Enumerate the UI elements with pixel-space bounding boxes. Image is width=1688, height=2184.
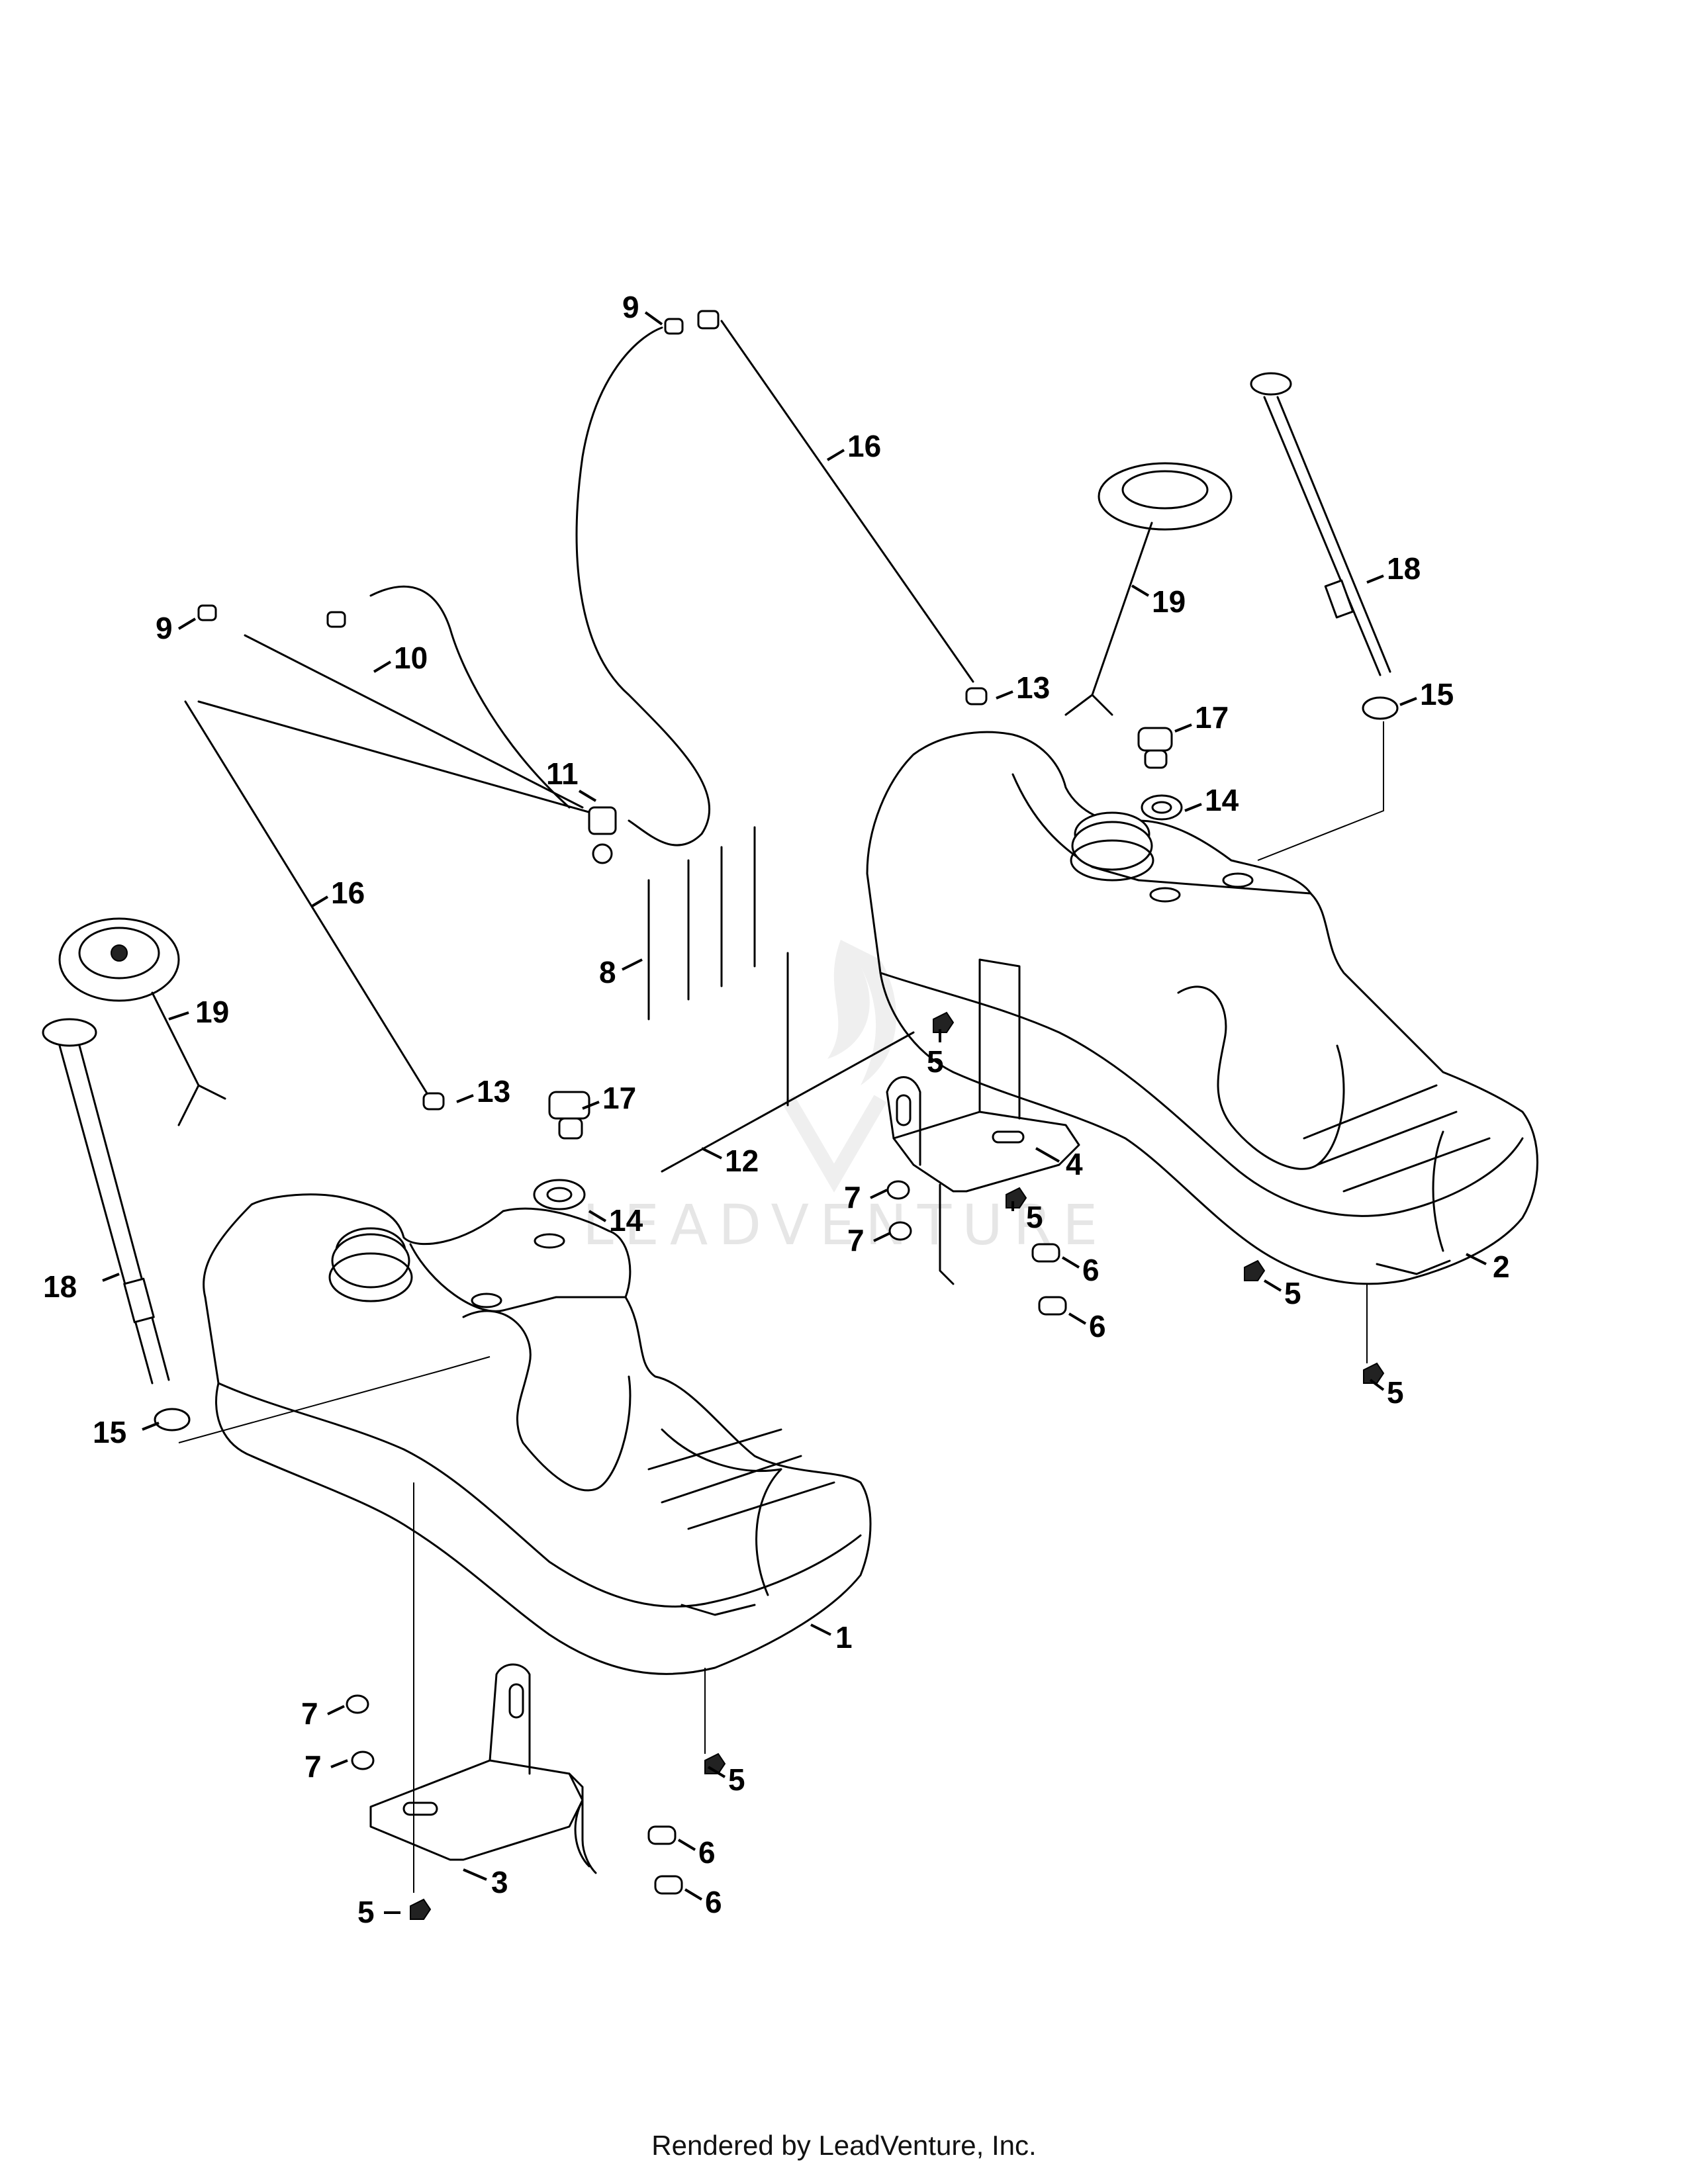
callout-14a: 14 — [609, 1203, 643, 1238]
callout-1: 1 — [835, 1620, 853, 1655]
callout-3: 3 — [491, 1865, 508, 1899]
callout-16b: 16 — [331, 876, 365, 910]
callout-4: 4 — [1066, 1147, 1083, 1181]
callout-5a: 5 — [927, 1044, 944, 1079]
callout-9a: 9 — [622, 290, 639, 324]
callout-7b: 7 — [847, 1223, 865, 1257]
callout-2: 2 — [1493, 1250, 1510, 1284]
callout-19a: 19 — [195, 995, 229, 1029]
fuel-lines — [184, 310, 988, 1173]
callout-10: 10 — [394, 641, 428, 675]
callout-19b: 19 — [1152, 584, 1186, 619]
footer-credit: Rendered by LeadVenture, Inc. — [651, 2130, 1037, 2161]
callout-5c: 5 — [1284, 1276, 1301, 1310]
callout-5e: 5 — [728, 1762, 745, 1797]
callout-6b: 6 — [1089, 1309, 1106, 1343]
bracket-3 — [369, 1663, 597, 1874]
callout-5f: 5 — [357, 1895, 375, 1929]
callout-9b: 9 — [156, 611, 173, 645]
callout-18b: 18 — [1387, 551, 1421, 586]
fuel-tank-left — [203, 1193, 872, 1675]
bracket-4 — [886, 958, 1080, 1285]
callout-13b: 13 — [1016, 670, 1050, 705]
callout-17b: 17 — [1195, 700, 1229, 735]
callout-16a: 16 — [847, 429, 881, 463]
callout-8: 8 — [599, 955, 616, 989]
callout-6c: 6 — [698, 1835, 716, 1870]
callout-14b: 14 — [1205, 783, 1239, 817]
callout-5b: 5 — [1026, 1200, 1043, 1234]
callout-13a: 13 — [477, 1074, 510, 1109]
callout-7a: 7 — [844, 1180, 861, 1214]
callout-5d: 5 — [1387, 1375, 1404, 1410]
callouts: 1 2 3 4 5 5 5 5 5 5 6 6 6 6 7 7 7 7 8 9 … — [43, 290, 1510, 1929]
callout-11: 11 — [546, 756, 579, 791]
callout-15b: 15 — [1420, 677, 1454, 711]
watermark: LEADVENTURE — [583, 940, 1098, 1257]
callout-12: 12 — [725, 1144, 759, 1178]
callout-15a: 15 — [93, 1415, 126, 1449]
callout-18a: 18 — [43, 1269, 77, 1304]
fuel-tank-right — [866, 731, 1538, 1285]
caps-and-gauges — [42, 372, 1399, 1432]
callout-17a: 17 — [602, 1081, 636, 1115]
callout-6d: 6 — [705, 1885, 722, 1919]
callout-6a: 6 — [1082, 1253, 1100, 1287]
callout-7c: 7 — [301, 1696, 318, 1731]
callout-7d: 7 — [305, 1749, 322, 1784]
